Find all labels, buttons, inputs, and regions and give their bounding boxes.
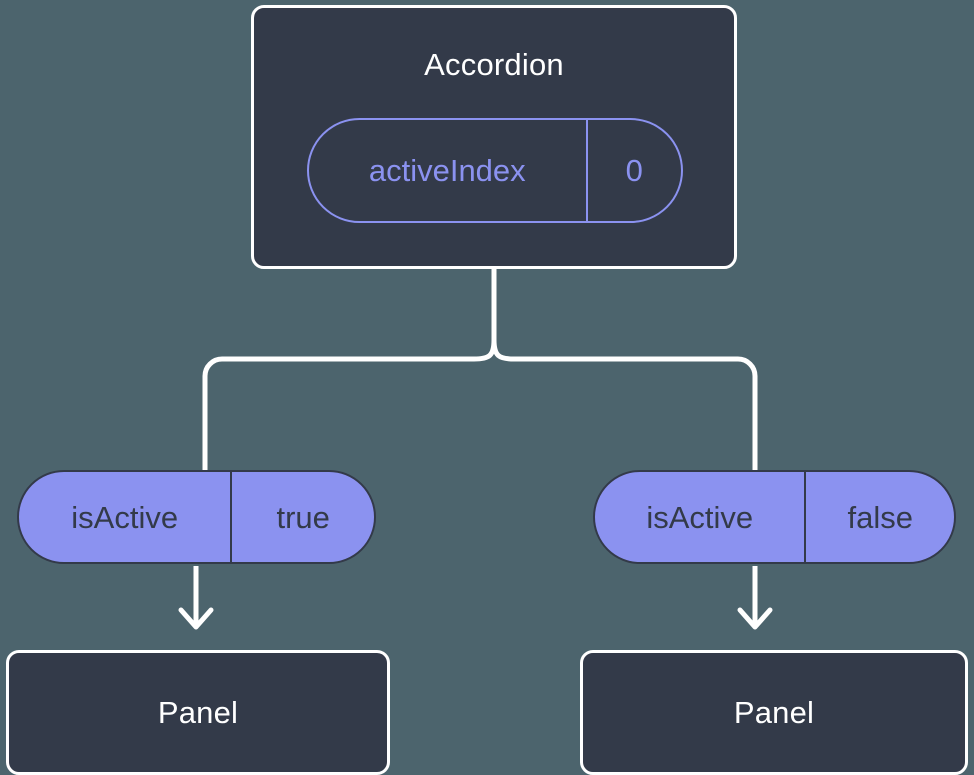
- branch-split-left-wire: [202, 337, 497, 473]
- prop-badge-is-active-true[interactable]: isActive true: [17, 470, 376, 564]
- state-badge-key: activeIndex: [368, 153, 526, 188]
- prop-badge-key: isActive: [646, 499, 754, 535]
- node-panel-right-label: Panel: [733, 695, 815, 730]
- branch-split-right-wire: [491, 337, 758, 473]
- node-accordion-label: Accordion: [424, 47, 564, 82]
- arrow-left-prop-to-panel: [178, 566, 214, 630]
- node-panel-right[interactable]: Panel: [580, 650, 968, 775]
- node-panel-left[interactable]: Panel: [6, 650, 390, 775]
- node-panel-left-label: Panel: [157, 695, 239, 730]
- prop-badge-value: true: [230, 472, 374, 562]
- state-badge-active-index[interactable]: activeIndex 0: [307, 118, 683, 223]
- prop-badge-value: false: [804, 472, 954, 562]
- prop-badge-is-active-false[interactable]: isActive false: [593, 470, 956, 564]
- state-badge-value: 0: [585, 120, 681, 221]
- arrow-right-prop-to-panel: [737, 566, 773, 630]
- prop-badge-key: isActive: [71, 499, 179, 535]
